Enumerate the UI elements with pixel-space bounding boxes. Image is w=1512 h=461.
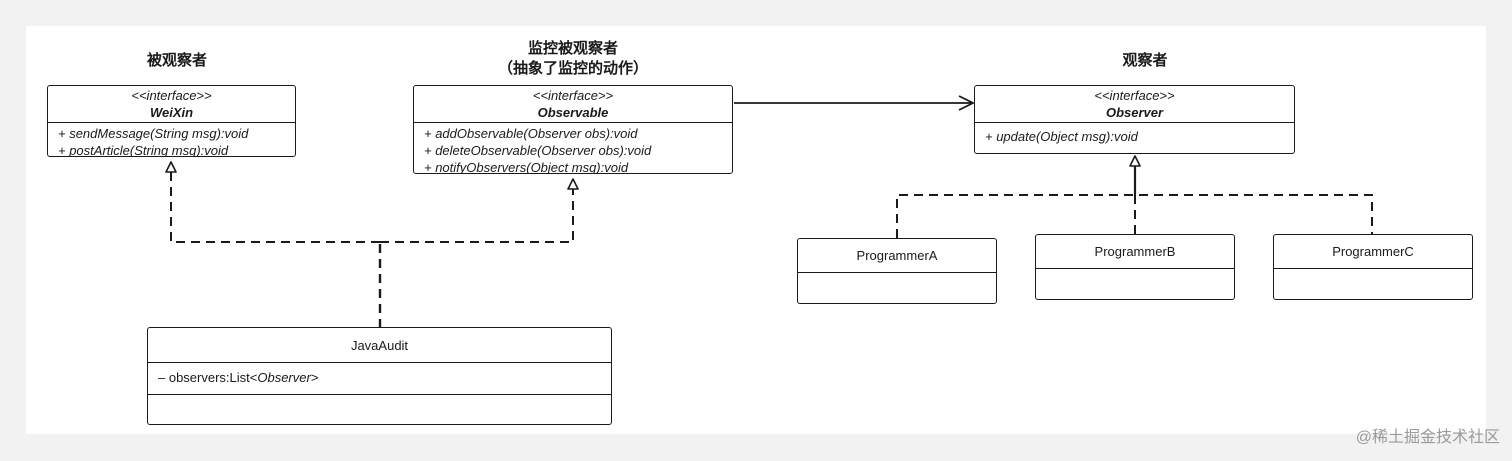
observer-name: Observer xyxy=(1105,105,1164,120)
javaaudit-class-box[interactable]: JavaAudit – observers:List<Observer> xyxy=(147,327,612,425)
watermark: @稀土掘金技术社区 xyxy=(1355,429,1500,446)
javaaudit-attributes: – observers:List<Observer> xyxy=(148,363,611,394)
realization-line-javaaudit-weixin xyxy=(165,161,380,243)
heading-monitor: 监控被观察者 （抽象了监控的动作） xyxy=(463,39,683,79)
weixin-interface-box[interactable]: <<interface>> WeiXin + sendMessage(Strin… xyxy=(47,85,296,157)
javaaudit-header: JavaAudit xyxy=(148,328,611,363)
programmer-b-name: ProgrammerB xyxy=(1094,244,1176,259)
programmer-c-class-box[interactable]: ProgrammerC xyxy=(1273,234,1473,300)
weixin-header: <<interface>> WeiXin xyxy=(48,86,295,123)
programmer-b-header: ProgrammerB xyxy=(1036,235,1234,269)
observable-interface-box[interactable]: <<interface>> Observable + addObservable… xyxy=(413,85,733,174)
observable-operation: + addObservable(Observer obs):void xyxy=(424,126,638,141)
observer-header: <<interface>> Observer xyxy=(975,86,1294,123)
observable-operation: + deleteObservable(Observer obs):void xyxy=(424,143,652,158)
heading-subject: 被观察者 xyxy=(146,52,207,69)
attribute-prefix: – observers:List< xyxy=(158,370,258,385)
attribute-suffix: > xyxy=(310,370,319,385)
programmer-a-class-box[interactable]: ProgrammerA xyxy=(797,238,997,304)
weixin-operations: + sendMessage(String msg):void + postArt… xyxy=(48,123,295,157)
realization-line-programmers-bus xyxy=(896,194,1373,238)
observer-operation: + update(Object msg):void xyxy=(985,129,1138,144)
observable-operation: + notifyObservers(Object msg):void xyxy=(424,160,629,174)
attribute-type: Observer xyxy=(257,370,311,385)
programmer-b-class-box[interactable]: ProgrammerB xyxy=(1035,234,1235,300)
weixin-stereotype: <<interface>> xyxy=(131,88,212,103)
programmer-c-header: ProgrammerC xyxy=(1274,235,1472,269)
realization-line-javaaudit-observable xyxy=(380,178,579,243)
weixin-name: WeiXin xyxy=(149,105,194,120)
observable-header: <<interface>> Observable xyxy=(414,86,732,123)
observer-operations: + update(Object msg):void xyxy=(975,123,1294,147)
weixin-operation: + postArticle(String msg):void xyxy=(58,143,229,157)
heading-monitor-line1: 监控被观察者 xyxy=(527,40,618,57)
heading-monitor-line2: （抽象了监控的动作） xyxy=(497,60,648,77)
weixin-operation: + sendMessage(String msg):void xyxy=(58,126,249,141)
javaaudit-name: JavaAudit xyxy=(350,337,409,353)
javaaudit-operations xyxy=(148,394,611,424)
programmer-a-header: ProgrammerA xyxy=(798,239,996,273)
observer-stereotype: <<interface>> xyxy=(1094,88,1175,103)
observer-interface-box[interactable]: <<interface>> Observer + update(Object m… xyxy=(974,85,1295,154)
programmer-c-name: ProgrammerC xyxy=(1332,244,1414,259)
observable-name: Observable xyxy=(537,105,609,120)
observable-operations: + addObservable(Observer obs):void + del… xyxy=(414,123,732,174)
observable-stereotype: <<interface>> xyxy=(532,88,614,103)
javaaudit-attribute: – observers:List<Observer> xyxy=(158,366,601,388)
programmer-a-name: ProgrammerA xyxy=(856,248,938,263)
heading-observer: 观察者 xyxy=(1122,52,1168,69)
